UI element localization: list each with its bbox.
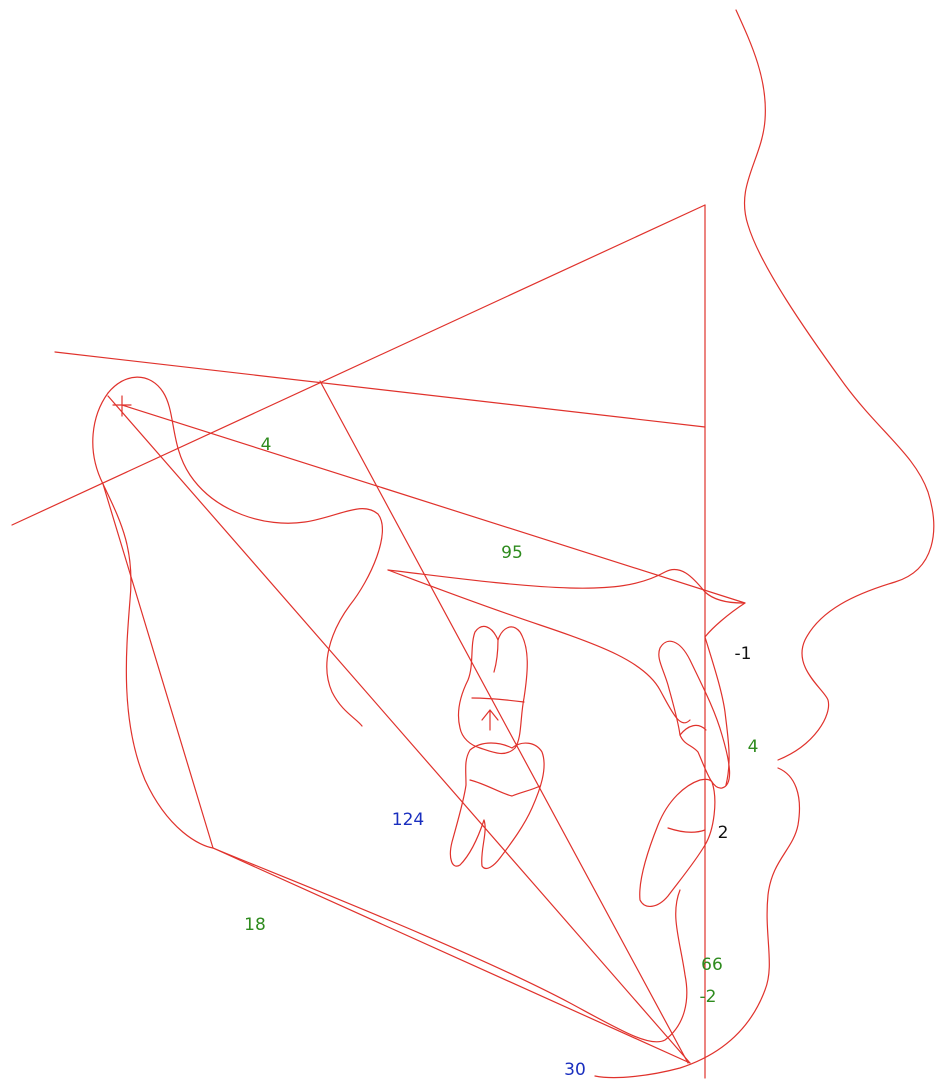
lower-molar-outline (449, 742, 545, 870)
measurement-label-4-lip: 4 (748, 737, 759, 757)
y-axis-line (107, 395, 691, 1064)
ramus-line (102, 483, 214, 849)
soft-tissue-chin (594, 767, 801, 1079)
lower-incisor-enamel (667, 827, 706, 833)
lower-incisor-outline (639, 778, 716, 907)
measurement-label-18: 18 (244, 915, 266, 935)
lower-molar-crown (469, 779, 541, 797)
sn-line (11, 204, 706, 526)
upper-incisor-outline (658, 640, 731, 789)
measurement-labels: 4 95 -1 4 2 124 18 66 -2 30 (244, 435, 758, 1080)
measurement-label-30: 30 (564, 1060, 586, 1080)
maxilla-outline (704, 636, 730, 786)
measurement-label-neg2: -2 (700, 987, 717, 1007)
s-n-perpendicular-line (319, 380, 689, 1064)
measurement-label-95: 95 (501, 543, 523, 563)
mandible-outline (92, 392, 688, 1043)
measurement-label-2: 2 (718, 823, 729, 843)
upper-incisor-enamel (679, 724, 707, 736)
measurement-label-124: 124 (392, 810, 424, 830)
mandibular-plane-line (212, 847, 691, 1064)
measurement-label-neg1: -1 (735, 644, 752, 664)
soft-tissue-profile (735, 9, 935, 761)
mandible-outline (107, 376, 383, 727)
measurement-label-66: 66 (701, 955, 723, 975)
frankfort-horizontal-line (54, 351, 706, 428)
measurement-label-4-upper: 4 (261, 435, 272, 455)
palate-outline (387, 569, 691, 724)
sella-marker (112, 395, 132, 417)
upper-molar-cusp (481, 709, 499, 731)
upper-molar-outline (457, 625, 528, 755)
tracing-lines (11, 9, 935, 1079)
cranial-line (121, 404, 746, 604)
upper-molar-pulp (471, 639, 525, 703)
palate-outline (387, 568, 746, 638)
